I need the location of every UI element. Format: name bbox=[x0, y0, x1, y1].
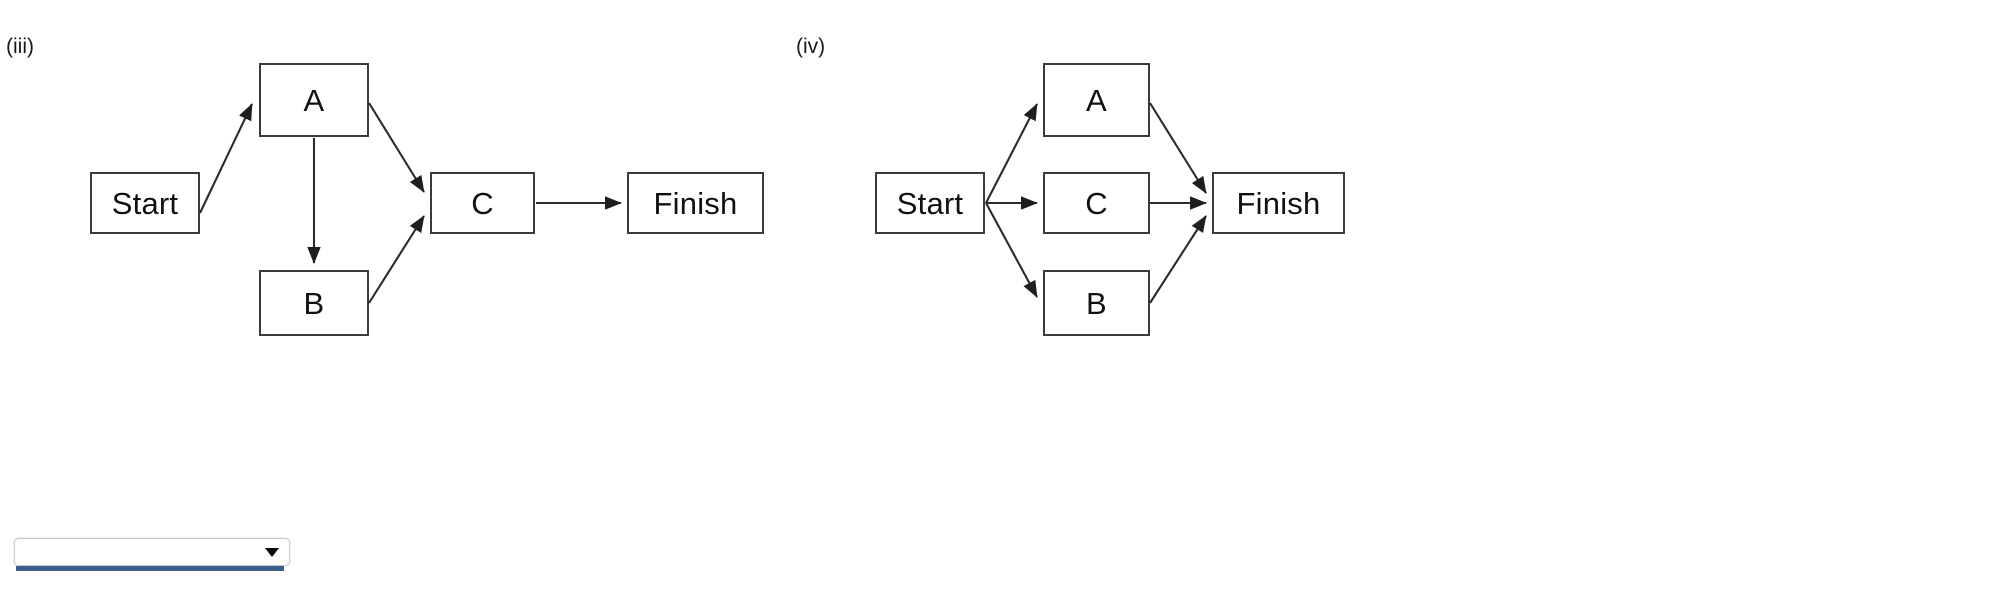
node-start-iii[interactable]: Start bbox=[90, 172, 200, 234]
node-label: B bbox=[1086, 285, 1107, 321]
node-label: Finish bbox=[653, 185, 738, 221]
node-a-iv[interactable]: A bbox=[1043, 63, 1150, 137]
node-label: C bbox=[1085, 185, 1108, 221]
panel-label-iii: (iii) bbox=[6, 35, 34, 58]
edge-a-to-finish-iv bbox=[1149, 102, 1207, 194]
node-b-iii[interactable]: B bbox=[259, 270, 369, 336]
answer-dropdown-underline bbox=[16, 566, 284, 571]
node-label: A bbox=[1086, 82, 1107, 118]
node-label: Finish bbox=[1236, 185, 1321, 221]
node-c-iv[interactable]: C bbox=[1043, 172, 1150, 234]
chevron-down-icon[interactable] bbox=[265, 547, 279, 557]
node-finish-iii[interactable]: Finish bbox=[627, 172, 764, 234]
node-c-iii[interactable]: C bbox=[430, 172, 535, 234]
answer-dropdown[interactable] bbox=[14, 538, 290, 572]
node-label: C bbox=[471, 185, 494, 221]
edge-start-to-a-iv bbox=[985, 103, 1038, 204]
node-label: Start bbox=[896, 185, 964, 221]
node-b-iv[interactable]: B bbox=[1043, 270, 1150, 336]
edge-b-to-finish-iv bbox=[1149, 215, 1207, 304]
node-finish-iv[interactable]: Finish bbox=[1212, 172, 1345, 234]
node-start-iv[interactable]: Start bbox=[875, 172, 985, 234]
edge-start-to-b-iv bbox=[985, 202, 1038, 298]
node-label: A bbox=[303, 82, 325, 118]
node-a-iii[interactable]: A bbox=[259, 63, 369, 137]
node-label: Start bbox=[111, 185, 179, 221]
node-label: B bbox=[303, 285, 325, 321]
edge-a-to-c-iii bbox=[368, 102, 425, 193]
edge-b-to-c-iii bbox=[368, 215, 425, 304]
answer-dropdown-field[interactable] bbox=[14, 538, 290, 566]
panel-label-iv: (iv) bbox=[796, 35, 826, 58]
edge-start-to-a-iii bbox=[199, 103, 253, 214]
